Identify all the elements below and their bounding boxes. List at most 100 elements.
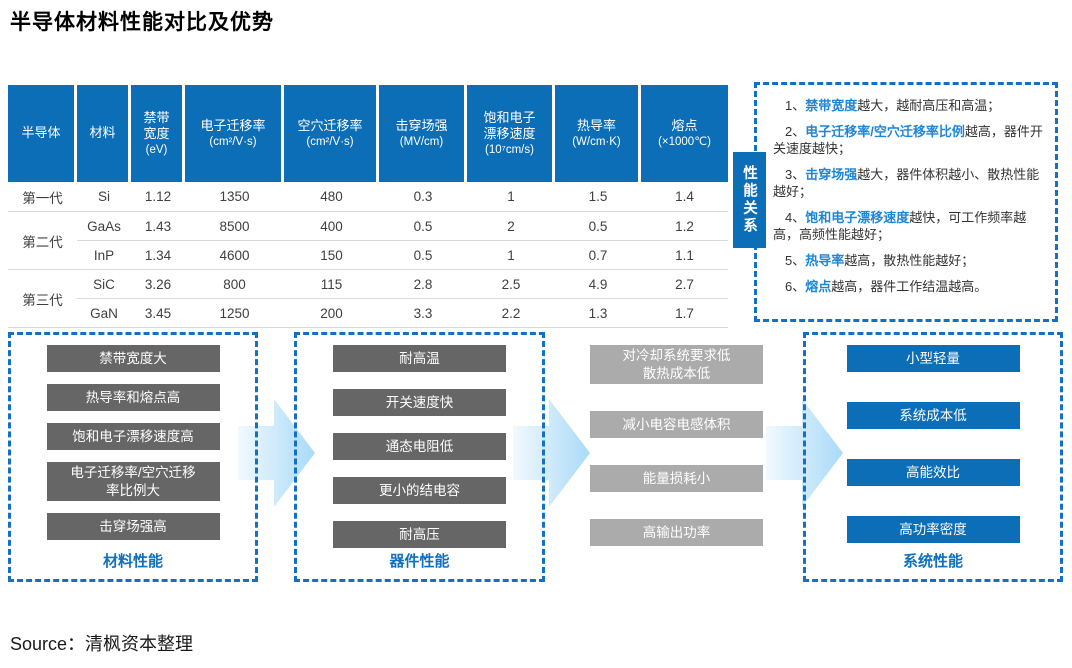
- flow-box-list: 耐高温开关速度快通态电阻低更小的结电容耐高压: [297, 335, 542, 548]
- relation-item: 6、熔点越高，器件工作结温越高。: [773, 278, 1047, 295]
- value-cell: 1250: [185, 298, 284, 327]
- value-cell: 150: [284, 240, 379, 269]
- column-header: 饱和电子 漂移速度 (10⁷cm/s): [467, 85, 555, 182]
- material-cell: GaN: [77, 298, 131, 327]
- relation-text: 越大，越耐高压和高温；: [857, 98, 1001, 113]
- flow-box: 开关速度快: [333, 389, 506, 416]
- flow-box: 热导率和熔点高: [46, 384, 220, 411]
- column-header-title: 熔点: [671, 117, 698, 133]
- column-header: 空穴迁移率 (cm²/V·s): [284, 85, 379, 182]
- value-cell: 4.9: [555, 269, 641, 298]
- generation-cell: 第二代: [8, 211, 77, 269]
- value-cell: 1.5: [588, 189, 608, 204]
- column-header-title: 击穿场强: [395, 117, 448, 133]
- flow-box: 饱和电子漂移速度高: [46, 423, 220, 450]
- value-cell: 2.5: [467, 269, 555, 298]
- flow-box: 能量损耗小: [590, 465, 763, 493]
- value-cell: 400: [284, 211, 379, 240]
- relation-number: 2、: [785, 124, 806, 139]
- flow-group-benefits: 对冷却系统要求低 散热成本低减小电容电感体积能量损耗小高输出功率: [588, 332, 765, 582]
- value-cell: 800: [185, 269, 284, 298]
- materials-comparison-table: 半导体 材料 禁带 宽度 (eV) 电子迁移率 (cm²/V·s) 空穴迁移率 (cm²/V·…: [8, 85, 728, 328]
- value-cell: 2: [467, 211, 555, 240]
- flow-group-label: 器件性能: [389, 553, 450, 570]
- column-header-unit: (cm²/V·s): [209, 135, 257, 148]
- relation-item: 5、热导率越高，散热性能越好；: [773, 252, 1047, 269]
- column-header-unit: (W/cm·K): [572, 135, 621, 148]
- relation-text: 越大，器件体积越小、散热性能越好；: [773, 167, 1040, 199]
- flow-box: 减小电容电感体积: [590, 411, 763, 439]
- flow-box: 耐高压: [333, 521, 506, 548]
- value-cell: 1: [507, 189, 515, 204]
- value-cell: 1.34: [131, 240, 185, 269]
- value-cell: 0.7: [555, 240, 641, 269]
- value-cell: 1: [467, 240, 555, 269]
- column-header: 禁带 宽度 (eV): [131, 85, 185, 182]
- column-header: 热导率 (W/cm·K): [555, 85, 641, 182]
- value-cell: 0.3: [413, 189, 433, 204]
- column-header-title: 饱和电子 漂移速度: [483, 109, 536, 141]
- column-header-unit: (eV): [145, 144, 168, 157]
- relation-term: 禁带宽度: [805, 98, 858, 113]
- value-cell: 0.5: [555, 211, 641, 240]
- column-header-unit: (MV/cm): [399, 135, 444, 148]
- performance-relation-tab: 性能关系: [733, 152, 766, 248]
- value-cell: 3.45: [131, 298, 185, 327]
- value-cell: 0.5: [379, 211, 467, 240]
- column-header-unit: (10⁷cm/s): [485, 144, 534, 157]
- column-header-title: 电子迁移率: [200, 117, 266, 133]
- value-cell: 0.5: [379, 240, 467, 269]
- relation-number: 1、: [785, 98, 806, 113]
- relation-number: 6、: [785, 279, 806, 294]
- flow-box: 系统成本低: [846, 402, 1020, 429]
- flow-box: 更小的结电容: [333, 477, 506, 504]
- relation-item: 2、电子迁移率/空穴迁移率比例越高，器件开关速度越快；: [773, 123, 1047, 157]
- performance-relations-panel: 1、禁带宽度越大，越耐高压和高温； 2、电子迁移率/空穴迁移率比例越高，器件开关速…: [754, 82, 1058, 322]
- relation-term: 热导率: [805, 253, 845, 268]
- column-header-unit: (cm²/V·s): [306, 135, 354, 148]
- value-cell: 8500: [185, 211, 284, 240]
- column-header-unit: (×1000℃): [658, 135, 711, 148]
- column-header-title: 空穴迁移率: [297, 117, 363, 133]
- value-cell: 2.7: [641, 269, 728, 298]
- value-cell: 1.43: [131, 211, 185, 240]
- column-header: 半导体: [8, 85, 77, 182]
- column-header-title: 材料: [89, 125, 116, 141]
- flow-box-list: 小型轻量系统成本低高能效比高功率密度: [806, 335, 1060, 543]
- value-cell: 1.4: [675, 189, 694, 204]
- flow-box-list: 禁带宽度大热导率和熔点高饱和电子漂移速度高电子迁移率/空穴迁移 率比例大击穿场强…: [11, 335, 255, 541]
- relation-term: 熔点: [805, 279, 832, 294]
- relation-item: 3、击穿场强越大，器件体积越小、散热性能越好；: [773, 166, 1047, 200]
- value-cell: 1.7: [641, 298, 728, 327]
- flow-box: 高功率密度: [846, 516, 1020, 543]
- page-title: 半导体材料性能对比及优势: [10, 11, 274, 34]
- flow-group-label: 系统性能: [902, 553, 963, 570]
- value-cell: 115: [284, 269, 379, 298]
- material-cell: InP: [77, 240, 131, 269]
- value-cell: 1.12: [144, 189, 172, 204]
- relation-item: 1、禁带宽度越大，越耐高压和高温；: [773, 97, 1047, 114]
- flow-box: 禁带宽度大: [46, 345, 220, 372]
- flow-box: 耐高温: [333, 345, 506, 372]
- source-note: Source：清枫资本整理: [10, 634, 194, 654]
- value-cell: 1.1: [641, 240, 728, 269]
- value-cell: 3.3: [379, 298, 467, 327]
- value-cell: 2.2: [467, 298, 555, 327]
- material-cell: GaAs: [77, 211, 131, 240]
- relation-term: 饱和电子漂移速度: [805, 210, 910, 225]
- relation-number: 5、: [785, 253, 806, 268]
- column-header-title: 禁带 宽度: [143, 109, 170, 141]
- relation-text: 越高，器件工作结温越高。: [831, 279, 988, 294]
- value-cell: 200: [284, 298, 379, 327]
- relation-number: 4、: [785, 210, 806, 225]
- generation-cell: 第三代: [8, 269, 77, 327]
- right-arrow-icon: [513, 399, 590, 507]
- column-header-title: 半导体: [21, 125, 61, 141]
- column-header: 电子迁移率 (cm²/V·s): [185, 85, 284, 182]
- generation-cell: 第一代: [22, 190, 63, 206]
- column-header-title: 热导率: [576, 117, 616, 133]
- relation-text: 越高，散热性能越好；: [844, 253, 975, 268]
- relation-text: 越高，器件开关速度越快；: [773, 124, 1043, 156]
- material-cell: Si: [97, 189, 110, 204]
